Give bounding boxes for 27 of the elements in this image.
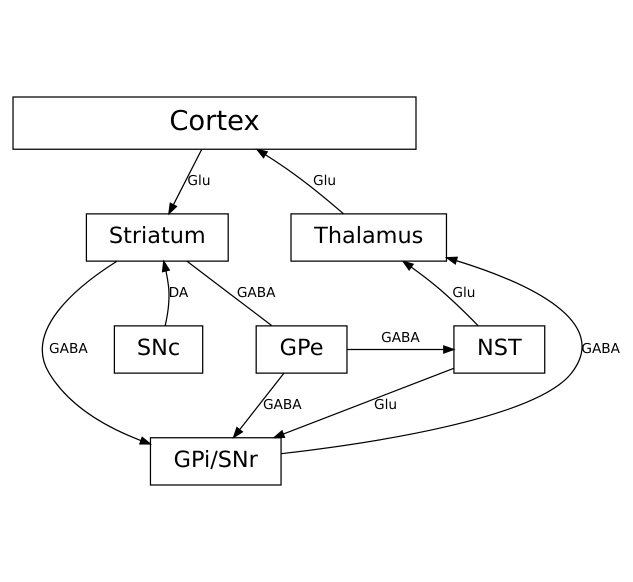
node-box: GPe (256, 325, 348, 374)
node-box: SNc (114, 325, 204, 374)
edge-label: GABA (49, 340, 88, 357)
arrow (347, 345, 456, 354)
edge-label: GABA (236, 284, 276, 301)
node-box: Thalamus (290, 213, 448, 262)
arrow (255, 148, 344, 214)
arrow (168, 149, 202, 216)
edge-label: GABA (381, 330, 420, 346)
arrow (401, 260, 478, 326)
arrow (42, 260, 152, 445)
edge-label: Glu (187, 173, 210, 190)
edge-label: GABA (581, 340, 620, 357)
edge-label: DA (168, 284, 188, 301)
node-box: NST (453, 325, 546, 374)
node-box: GPi/SNr (150, 437, 282, 486)
arrow (272, 368, 454, 438)
edge-label: GABA (262, 396, 302, 413)
edge-label: Glu (313, 173, 336, 190)
arrow (162, 259, 170, 326)
connector (186, 260, 272, 326)
node-box: Cortex (12, 96, 417, 150)
edge-label: Glu (452, 284, 476, 301)
node-box: Striatum (86, 213, 229, 262)
edge-label: Glu (374, 396, 398, 413)
arrow (232, 373, 284, 439)
arrow (281, 256, 583, 454)
